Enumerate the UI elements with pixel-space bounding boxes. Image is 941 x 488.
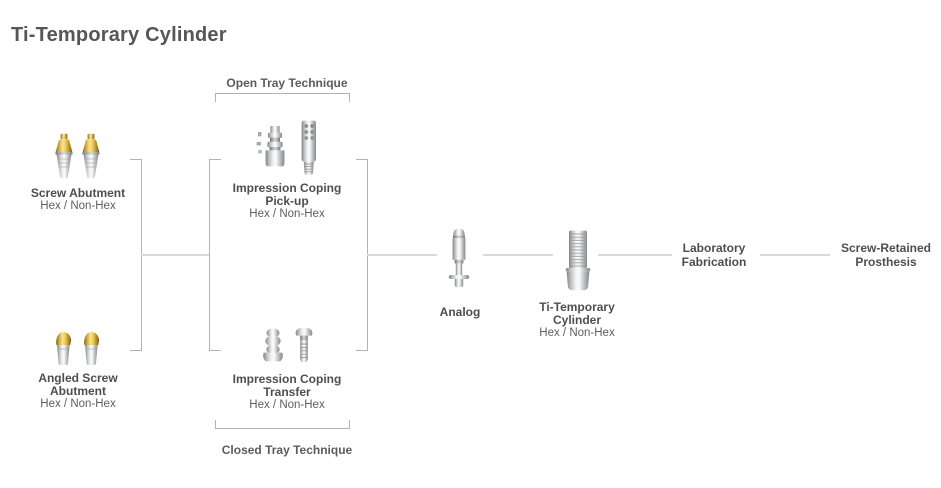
impression-coping-pickup-image: [253, 119, 325, 181]
screw-retained-prosthesis-title-line2: Prosthesis: [855, 255, 917, 269]
analog-image: [444, 227, 474, 291]
ti-temporary-cylinder-title-line1: Ti-Temporary: [539, 300, 615, 314]
analog-label: Analog: [420, 306, 500, 319]
ti-temporary-cylinder-title-line2: Cylinder: [552, 313, 601, 327]
page-title: Ti-Temporary Cylinder: [11, 24, 227, 46]
screw-abutment-title: Screw Abutment: [30, 186, 126, 200]
connector-line-abutment-to-coping: [141, 254, 209, 256]
ti-temporary-cylinder-image: [561, 229, 595, 293]
laboratory-fabrication-title-line1: Laboratory: [682, 241, 746, 255]
screw-retained-prosthesis-label: Screw-Retained Prosthesis: [836, 241, 936, 269]
impression-coping-transfer-label: Impression Coping Transfer Hex / Non-Hex: [212, 373, 362, 412]
closed-tray-technique-label: Closed Tray Technique: [221, 443, 353, 457]
impression-coping-pickup-subtitle: Hex / Non-Hex: [249, 208, 325, 220]
analog-title: Analog: [439, 305, 481, 319]
angled-screw-abutment-image: [52, 331, 102, 367]
angled-screw-abutment-subtitle: Hex / Non-Hex: [40, 398, 116, 410]
laboratory-fabrication-title-line2: Fabrication: [681, 255, 747, 269]
screw-abutment-image: [54, 133, 101, 180]
coping-group-left-bracket: [209, 159, 221, 351]
ti-temporary-cylinder-subtitle: Hex / Non-Hex: [539, 327, 615, 339]
impression-coping-transfer-image: [256, 326, 320, 370]
angled-screw-abutment-title-line2: Abutment: [50, 384, 106, 398]
impression-coping-transfer-title-line2: Transfer: [263, 385, 311, 399]
connector-line-analog-to-cylinder: [483, 254, 553, 256]
closed-tray-bracket: [215, 420, 350, 429]
impression-coping-pickup-title-line1: Impression Coping: [232, 181, 342, 195]
impression-coping-transfer-subtitle: Hex / Non-Hex: [249, 399, 325, 411]
angled-screw-abutment-title-line1: Angled Screw: [38, 371, 118, 385]
connector-line-cylinder-to-lab: [598, 254, 672, 256]
ti-temporary-cylinder-label: Ti-Temporary Cylinder Hex / Non-Hex: [517, 301, 637, 340]
screw-retained-prosthesis-title-line1: Screw-Retained: [840, 241, 932, 255]
connector-line-coping-to-analog: [367, 254, 437, 256]
open-tray-bracket: [215, 93, 350, 102]
screw-abutment-subtitle: Hex / Non-Hex: [40, 200, 116, 212]
impression-coping-pickup-label: Impression Coping Pick-up Hex / Non-Hex: [212, 182, 362, 221]
angled-screw-abutment-label: Angled Screw Abutment Hex / Non-Hex: [8, 372, 148, 411]
impression-coping-pickup-title-line2: Pick-up: [265, 194, 309, 208]
connector-line-lab-to-prosthesis: [760, 254, 830, 256]
open-tray-technique-label: Open Tray Technique: [226, 76, 348, 90]
laboratory-fabrication-label: Laboratory Fabrication: [664, 241, 764, 269]
screw-abutment-label: Screw Abutment Hex / Non-Hex: [8, 187, 148, 213]
impression-coping-transfer-title-line1: Impression Coping: [232, 372, 342, 386]
